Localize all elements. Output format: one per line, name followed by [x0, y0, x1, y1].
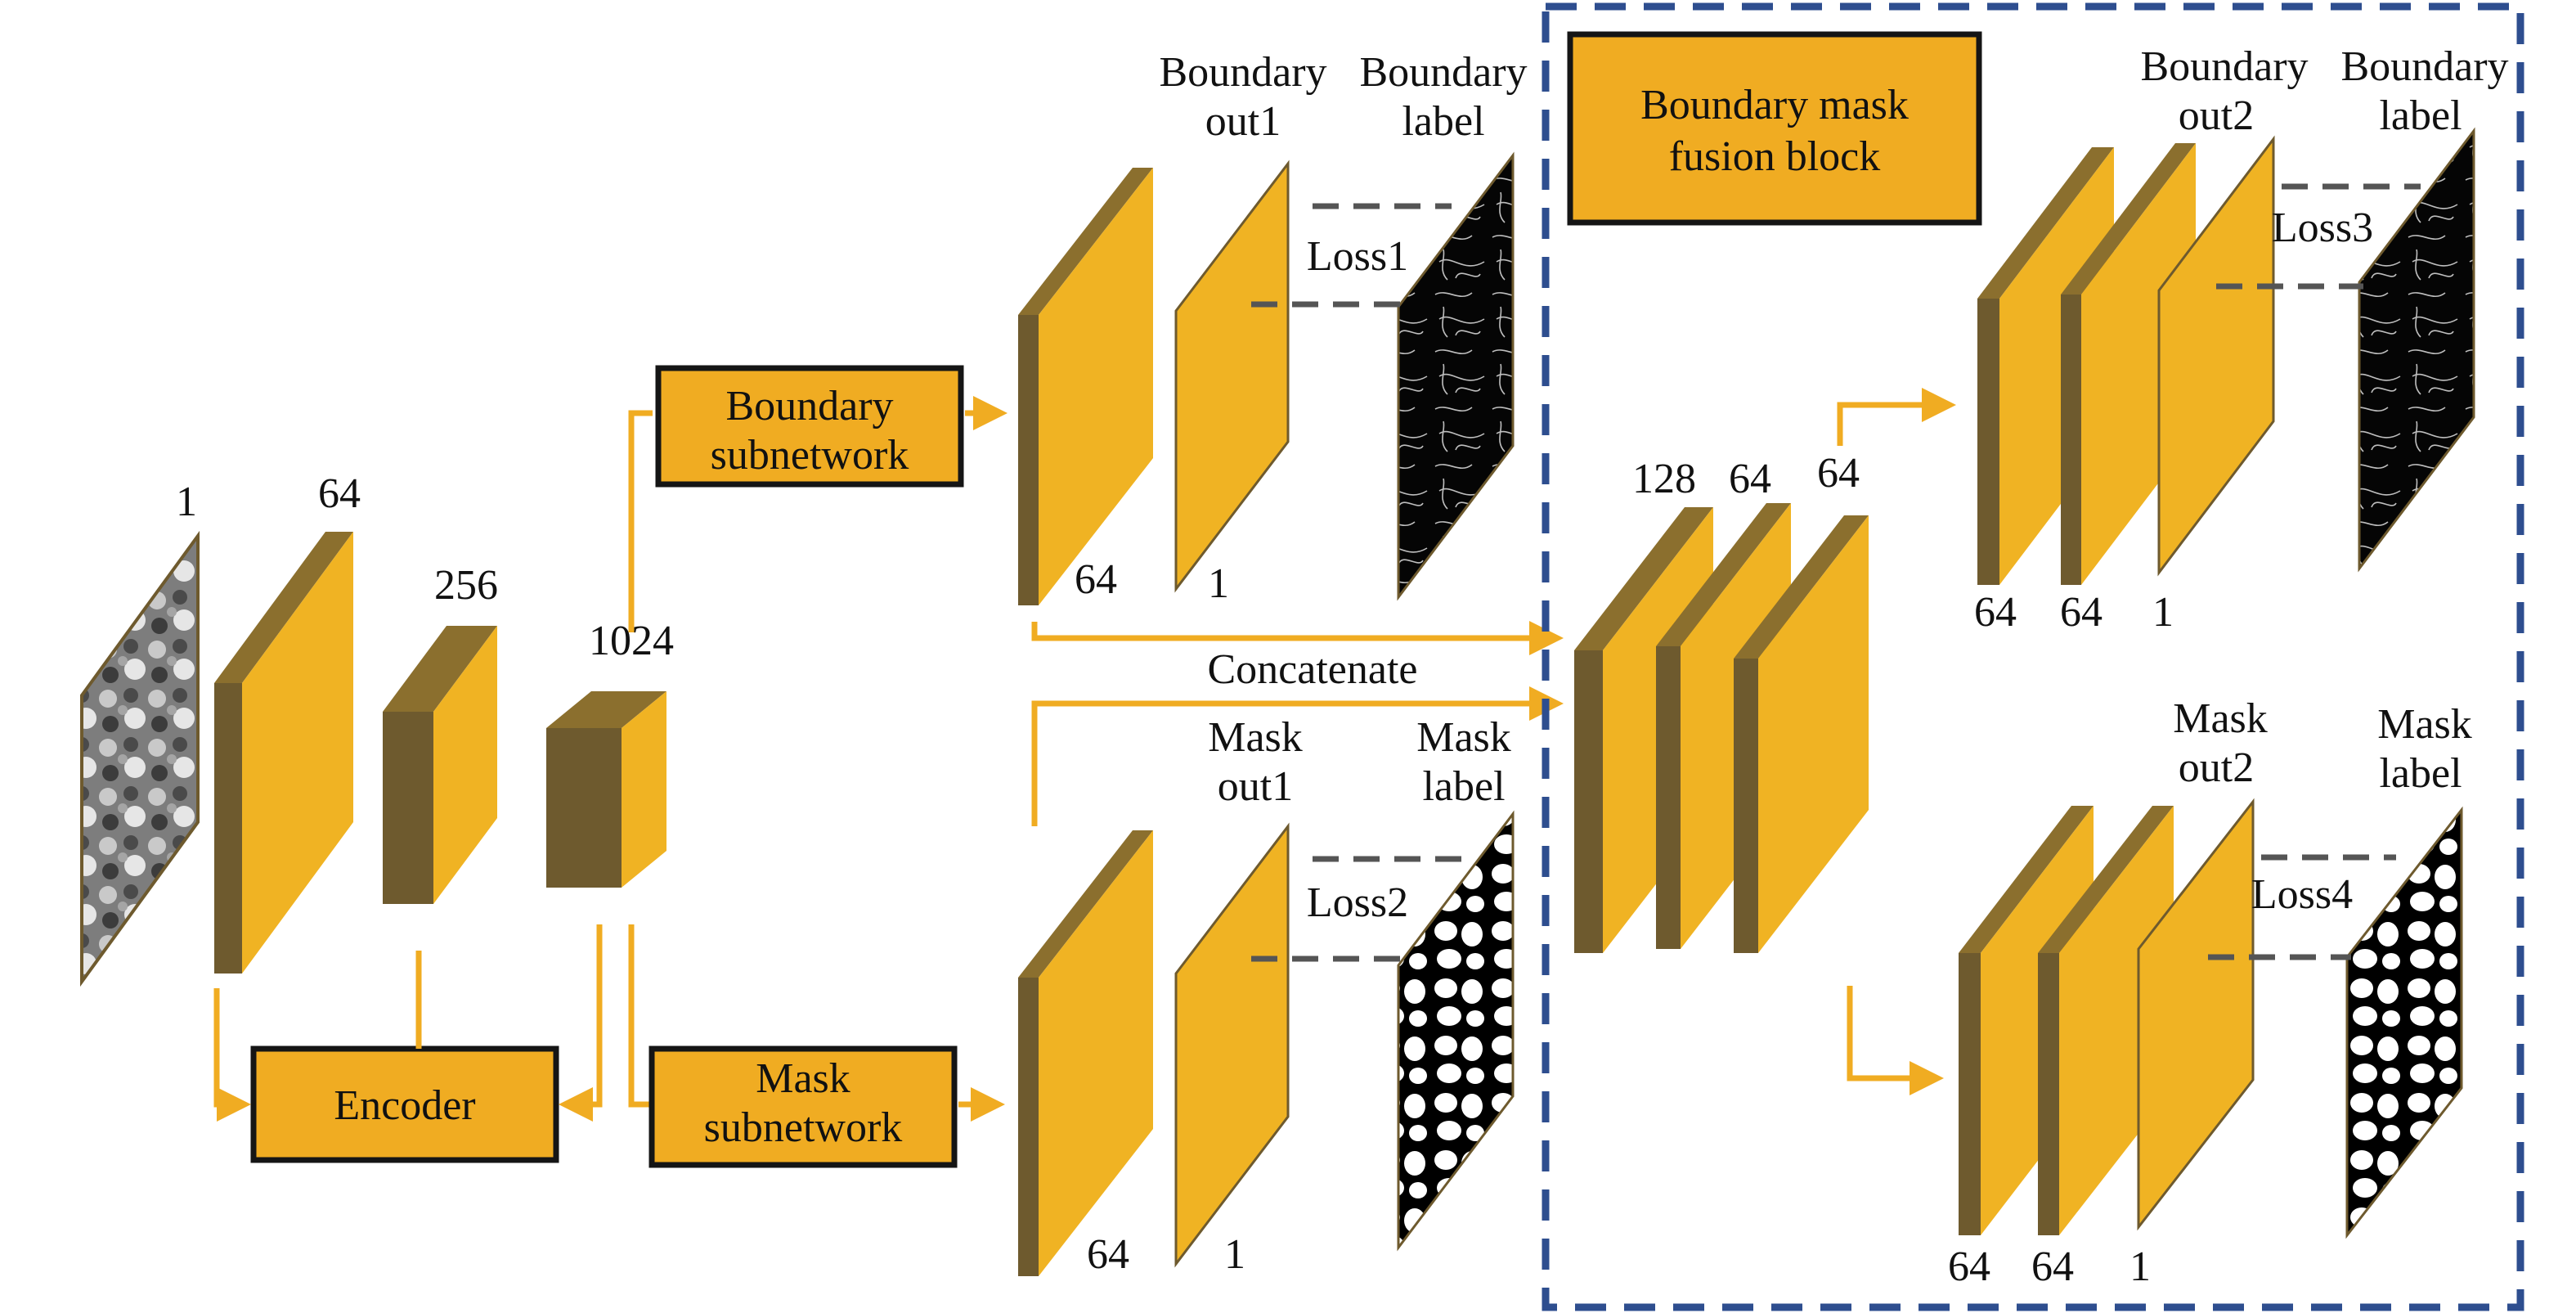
fusion-concat-layer-64b	[1734, 515, 1869, 953]
fusion-mask-label-title-2: label	[2379, 750, 2462, 797]
boundary-label-image	[1397, 151, 1515, 601]
loss4-dashes	[2208, 854, 2396, 960]
boundary-label-title-1: Boundary	[1359, 49, 1527, 96]
subnetwork-arrows	[958, 396, 1008, 1122]
input-channels-label: 1	[176, 479, 197, 525]
fusion-mask-layer-64b	[2038, 806, 2174, 1235]
loss3-label: Loss3	[2272, 205, 2373, 251]
fusion-mask-label-image	[2345, 806, 2463, 1239]
fusion-mask-label-title-1: Mask	[2377, 701, 2472, 748]
loss3-dashes	[2216, 183, 2421, 290]
mask-out1-title-2: out1	[1218, 763, 1293, 810]
fusion-boundary-label-title-2: label	[2379, 92, 2462, 139]
encoder-box-label: Encoder	[334, 1082, 475, 1129]
encoder-layer-1024	[546, 691, 666, 888]
fusion-boundary-label-title-1: Boundary	[2340, 43, 2508, 90]
mask-layer-64-label: 64	[1087, 1231, 1129, 1278]
encoder-connectors	[213, 410, 653, 1122]
encoder-layer-64	[214, 532, 353, 974]
fusion-boundary-layer-64a	[1977, 147, 2114, 585]
loss2-dashes	[1251, 856, 1464, 962]
encoder-layer-256-label: 256	[434, 562, 498, 609]
fusion-boundary-layer-64b	[2061, 143, 2196, 585]
boundary-label-title-2: label	[1402, 98, 1484, 145]
encoder-layer-256	[383, 626, 497, 904]
encoder-layer-64-label: 64	[318, 470, 361, 517]
boundary-out1-title-1: Boundary	[1159, 49, 1326, 96]
fusion-boundary-64b-label: 64	[2060, 589, 2103, 636]
input-image	[80, 530, 200, 987]
fusion-concat-64b-label: 64	[1817, 450, 1860, 497]
fusion-title-1: Boundary mask	[1640, 82, 1909, 128]
boundary-out1-channels: 1	[1208, 560, 1229, 607]
mask-layer-64	[1018, 830, 1153, 1276]
boundary-out1-layer	[1174, 160, 1290, 593]
fusion-title-2: fusion block	[1669, 133, 1881, 180]
fusion-mask-layer-64a	[1959, 806, 2094, 1235]
mask-out1-title-1: Mask	[1208, 714, 1303, 761]
fusion-mask-out2-title-2: out2	[2179, 744, 2254, 791]
fusion-mask-64a-label: 64	[1948, 1243, 1990, 1290]
loss1-dashes	[1251, 203, 1452, 308]
boundary-subnetwork-label-1: Boundary	[725, 383, 893, 429]
mask-label-image	[1397, 810, 1515, 1252]
loss1-label: Loss1	[1307, 233, 1408, 280]
fusion-mask-1-label: 1	[2129, 1243, 2151, 1290]
fusion-concat-128-label: 128	[1632, 456, 1696, 502]
boundary-out1-title-2: out1	[1205, 98, 1281, 145]
fusion-arrows	[1837, 388, 1956, 1095]
loss4-label: Loss4	[2251, 871, 2353, 918]
fusion-boundary-label-image	[2358, 127, 2475, 573]
mask-out1-channels: 1	[1224, 1231, 1245, 1278]
fusion-boundary-out2-layer	[2157, 135, 2275, 577]
boundary-layer-64-label: 64	[1075, 556, 1117, 603]
fusion-mask-out2-title-1: Mask	[2173, 695, 2268, 742]
boundary-layer-64	[1018, 168, 1153, 605]
mask-subnetwork-box: Mask subnetwork	[648, 1045, 958, 1168]
fusion-boundary-1-label: 1	[2152, 589, 2174, 636]
boundary-subnetwork-label-2: subnetwork	[711, 432, 909, 479]
encoder-box: Encoder	[250, 1045, 559, 1163]
mask-subnetwork-label-1: Mask	[756, 1055, 850, 1102]
fusion-boundary-out2-title-2: out2	[2179, 92, 2254, 139]
mask-label-title-2: label	[1422, 763, 1505, 810]
mask-subnetwork-label-2: subnetwork	[704, 1104, 903, 1151]
concatenate-label: Concatenate	[1208, 646, 1418, 693]
fusion-boundary-64a-label: 64	[1974, 589, 2017, 636]
fusion-mask-64b-label: 64	[2031, 1243, 2074, 1290]
mask-out1-layer	[1174, 822, 1290, 1268]
fusion-boundary-out2-title-1: Boundary	[2140, 43, 2308, 90]
concatenate-connectors	[1031, 621, 1564, 826]
fusion-title-box: Boundary mask fusion block	[1567, 31, 1982, 226]
fusion-concat-64a-label: 64	[1729, 456, 1771, 502]
fusion-mask-out2-layer	[2137, 798, 2255, 1231]
mask-label-title-1: Mask	[1416, 714, 1511, 761]
boundary-subnetwork-box: Boundary subnetwork	[655, 365, 964, 488]
loss2-label: Loss2	[1307, 879, 1408, 926]
fusion-block-frame	[1542, 2, 2524, 1311]
